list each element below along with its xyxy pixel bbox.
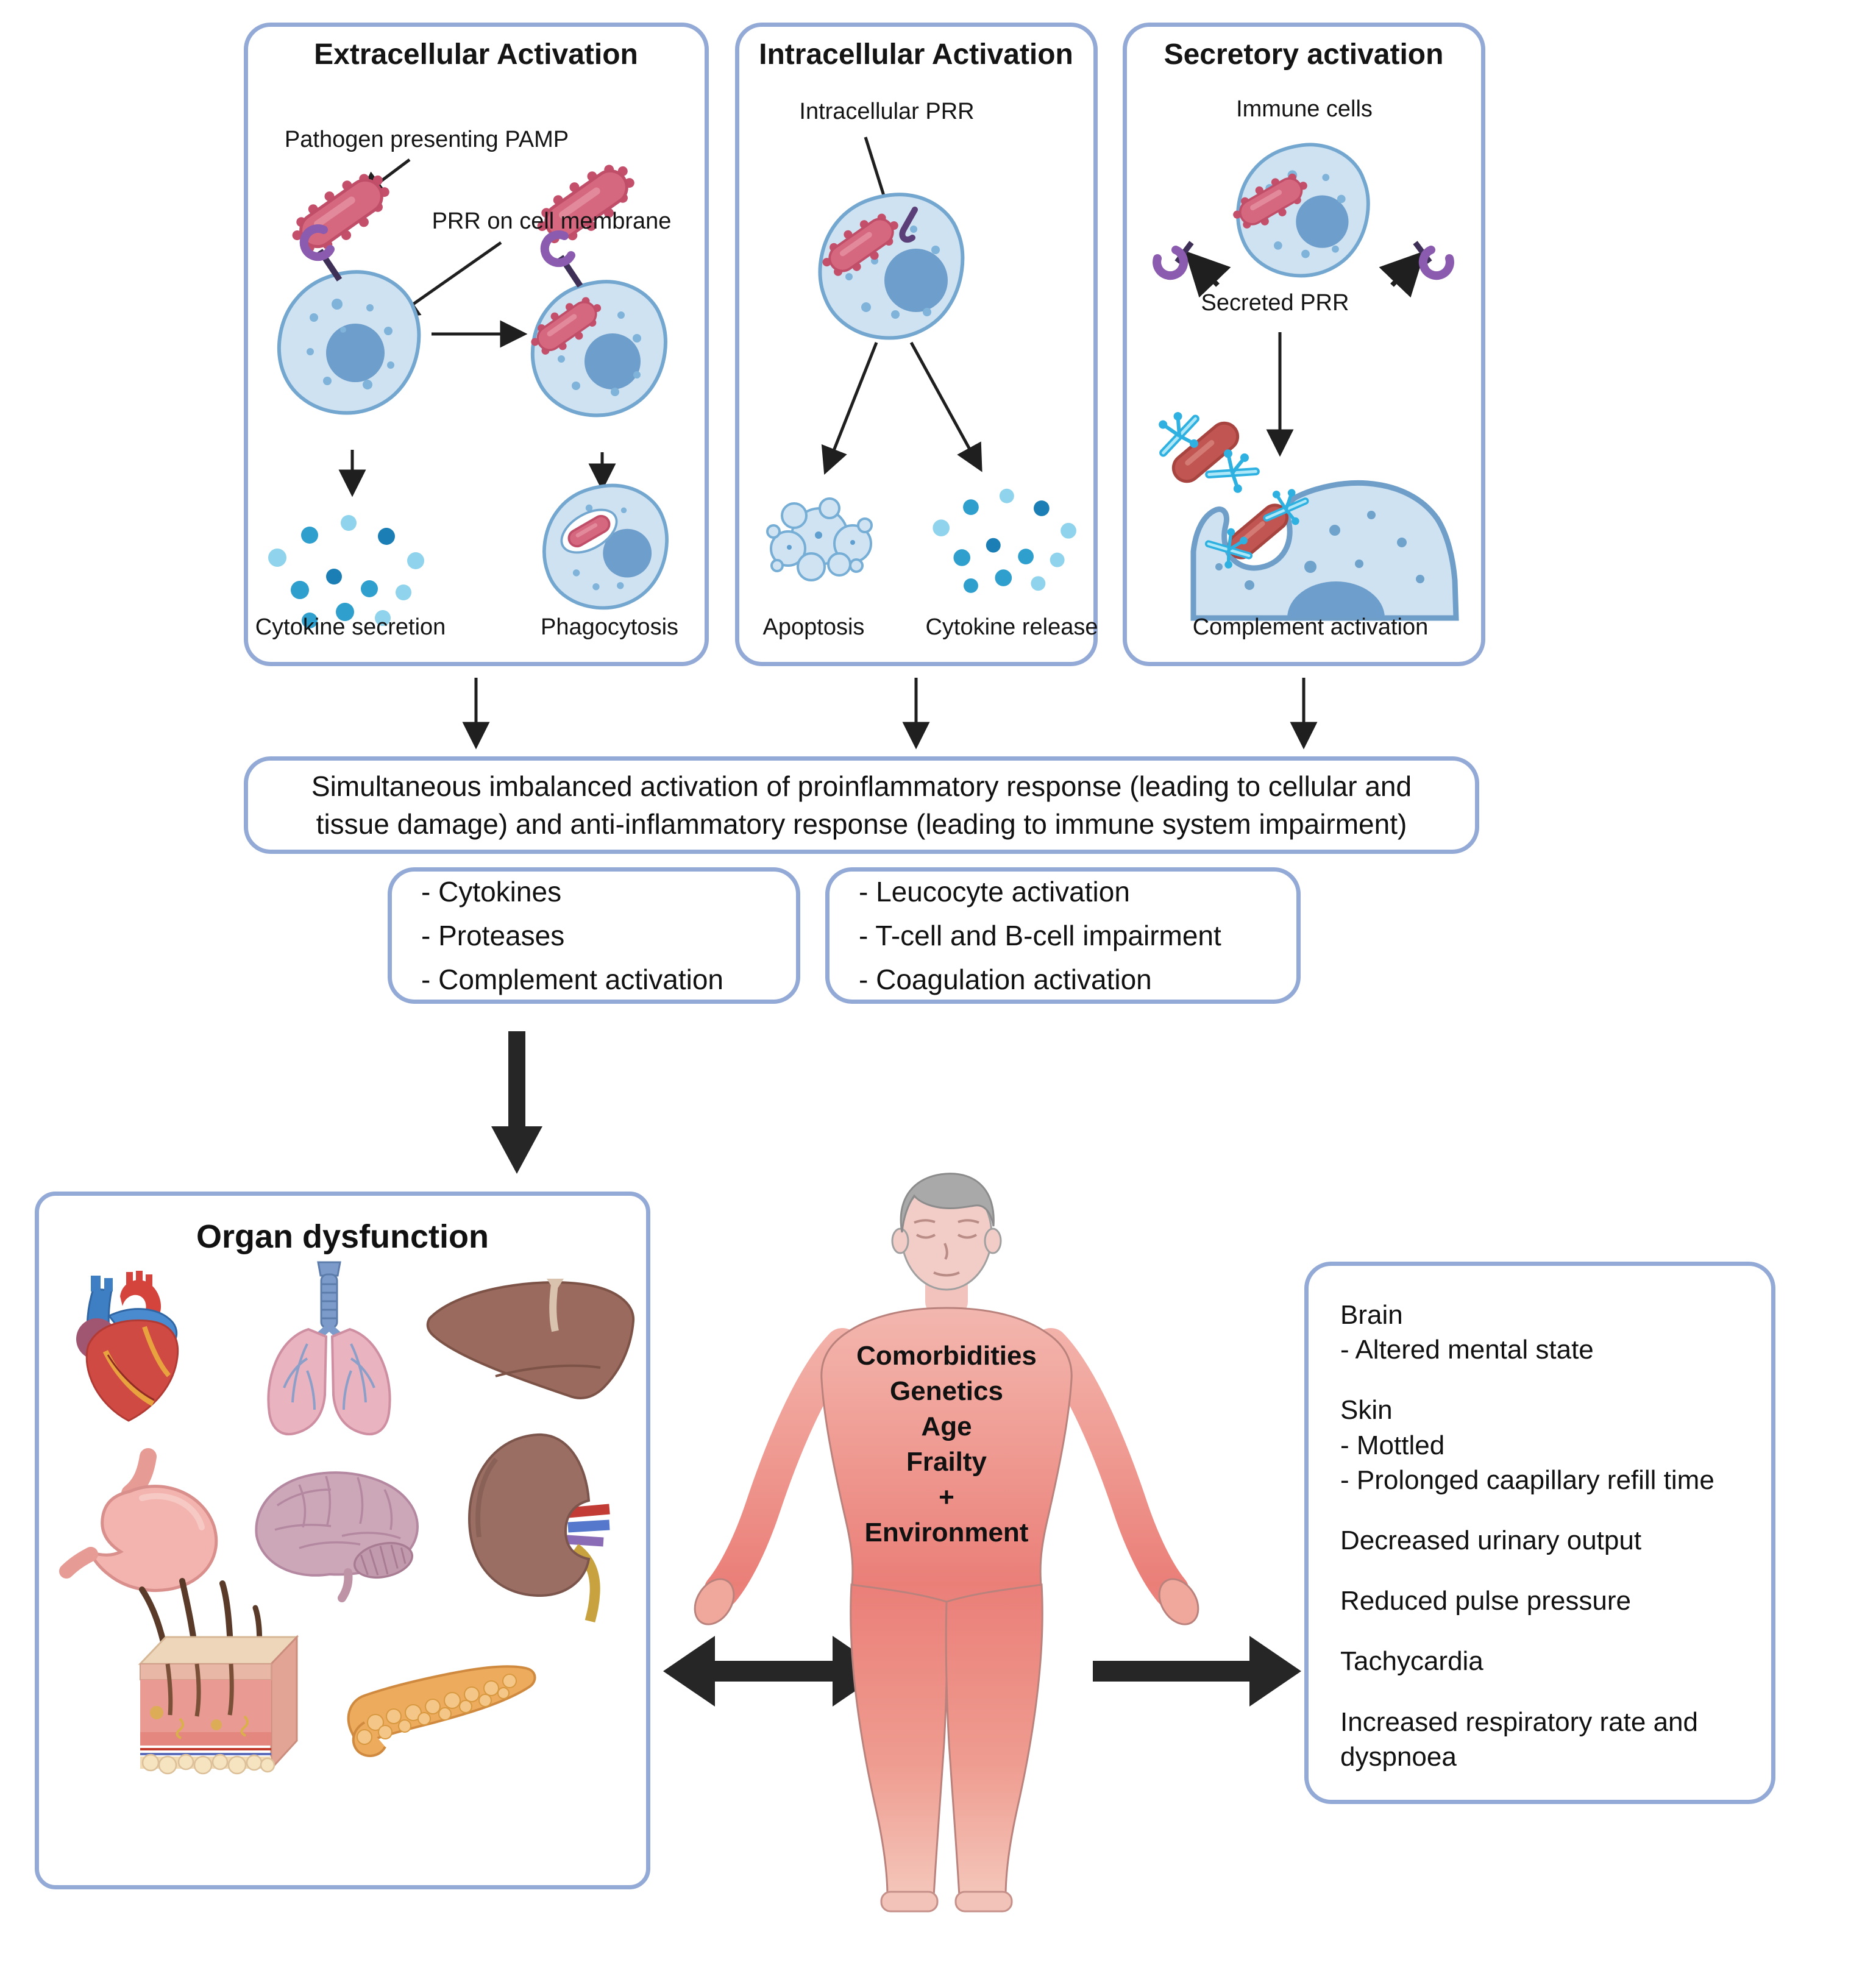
clinical-line: Tachycardia (1340, 1646, 1483, 1677)
clinical-group-skin: Skin - Mottled - Prolonged caapillary re… (1340, 1393, 1747, 1497)
extracellular-illustration (268, 165, 669, 628)
hand (694, 1578, 1199, 1625)
effects-item: - Leucocyte activation (859, 876, 1130, 908)
mediators-item: - Cytokines (421, 876, 562, 908)
complement-antibody-icon (1263, 489, 1309, 525)
phagocytosis-cell-icon (542, 483, 669, 610)
apoptotic-cell-icon (766, 497, 873, 581)
secretory-illustration (1153, 143, 1459, 621)
factor-line: Comorbidities (856, 1341, 1037, 1371)
phagocytosis-label: Phagocytosis (540, 614, 679, 640)
liver-icon (426, 1279, 635, 1399)
pamp-label: Pathogen presenting PAMP (284, 127, 569, 152)
immune-cell-icon (530, 230, 667, 417)
immune-cell-icon (1233, 143, 1370, 278)
factor-line: Environment (864, 1518, 1029, 1547)
mediators-item: - Complement activation (421, 964, 723, 995)
intracellular-illustration (766, 193, 1076, 593)
stomach-icon (59, 1448, 218, 1592)
clinical-line: Brain (1340, 1300, 1403, 1330)
clinical-line: Reduced pulse pressure (1340, 1586, 1631, 1616)
patient-factors: Comorbidities Genetics Age Frailty + Env… (856, 1338, 1037, 1551)
factor-line: Genetics (890, 1376, 1003, 1406)
cytokine-dots-icon (933, 488, 1076, 593)
secreted-prr-icon (1153, 241, 1194, 280)
intracellular-panel (735, 23, 1098, 666)
bacterium-icon (1233, 173, 1307, 229)
prr-membrane-label: PRR on cell membrane (432, 208, 672, 234)
clinical-group-respiratory: Increased respiratory rate and dyspnoea (1340, 1705, 1747, 1774)
cytokine-dots-icon (268, 515, 424, 628)
skin-icon (138, 1578, 299, 1775)
organ-dysfunction-box (35, 1192, 650, 1889)
hair (900, 1173, 995, 1233)
mediators-item: - Proteases (421, 920, 565, 951)
clinical-group-urinary: Decreased urinary output (1340, 1523, 1747, 1558)
immune-cells-label: Immune cells (1236, 96, 1373, 122)
intracellular-prr-label: Intracellular PRR (799, 99, 975, 124)
effects-box: - Leucocyte activation - T-cell and B-ce… (825, 867, 1301, 1004)
organ-dysfunction-title: Organ dysfunction (196, 1218, 489, 1255)
factor-line: Age (921, 1412, 972, 1441)
organ-icons (59, 1261, 635, 1775)
lungs-icon (267, 1261, 391, 1436)
complement-antibody-icon (1205, 449, 1260, 493)
factor-line: + (939, 1482, 954, 1512)
clinical-signs-box: Brain - Altered mental state Skin - Mott… (1304, 1262, 1775, 1804)
cytokine-secretion-label: Cytokine secretion (255, 614, 446, 640)
clinical-line: Skin (1340, 1395, 1393, 1426)
clinical-line: - Altered mental state (1340, 1335, 1594, 1365)
mediators-box: - Cytokines - Proteases - Complement act… (388, 867, 800, 1004)
patient-figure (694, 1173, 1199, 1913)
intracellular-title: Intracellular Activation (759, 38, 1073, 71)
apoptosis-label: Apoptosis (762, 614, 865, 640)
right-block-arrow (1093, 1636, 1301, 1707)
summary-text: Simultaneous imbalanced activation of pr… (311, 770, 1412, 840)
immune-cell-icon (277, 224, 421, 415)
pancreas-icon (347, 1665, 536, 1757)
brain-icon (255, 1471, 419, 1602)
block-arrows (491, 1031, 1301, 1707)
secretory-title: Secretory activation (1164, 38, 1444, 71)
bacterium-icon (531, 297, 602, 355)
clinical-line: - Prolonged caapillary refill time (1340, 1465, 1714, 1495)
summary-box: Simultaneous imbalanced activation of pr… (244, 756, 1479, 854)
clinical-group-brain: Brain - Altered mental state (1340, 1298, 1747, 1367)
clinical-group-tachycardia: Tachycardia (1340, 1644, 1747, 1678)
heart-icon (76, 1271, 179, 1422)
clinical-group-pulse: Reduced pulse pressure (1340, 1583, 1747, 1618)
face-features (914, 1219, 979, 1277)
complement-activation-label: Complement activation (1192, 614, 1429, 640)
immune-cell-icon (818, 193, 965, 340)
effects-item: - T-cell and B-cell impairment (859, 920, 1221, 951)
cytokine-release-label: Cytokine release (925, 614, 1098, 640)
secretory-panel (1123, 23, 1485, 666)
effects-item: - Coagulation activation (859, 964, 1152, 995)
secreted-prr-label: Secreted PRR (1201, 290, 1349, 316)
down-block-arrow (491, 1031, 542, 1174)
connector-arrows (338, 137, 1426, 750)
prr-receptor-icon (299, 224, 343, 282)
clinical-line: - Mottled (1340, 1430, 1445, 1460)
extracellular-title: Extracellular Activation (314, 38, 638, 71)
extracellular-panel (244, 23, 709, 666)
clinical-line: Decreased urinary output (1340, 1525, 1642, 1555)
secreted-prr-icon (1413, 241, 1454, 280)
intracellular-prr-icon (899, 207, 918, 243)
kidney-icon (467, 1433, 610, 1623)
bacterium-icon (537, 165, 634, 244)
prr-receptor-icon (540, 230, 583, 288)
clinical-line: Increased respiratory rate and dyspnoea (1340, 1707, 1698, 1772)
bacterium-icon (822, 213, 898, 276)
factor-line: Frailty (906, 1447, 987, 1477)
double-headed-arrow (663, 1636, 884, 1707)
complement-antibody-icon (1204, 528, 1253, 569)
complement-antibody-icon (1159, 412, 1199, 457)
